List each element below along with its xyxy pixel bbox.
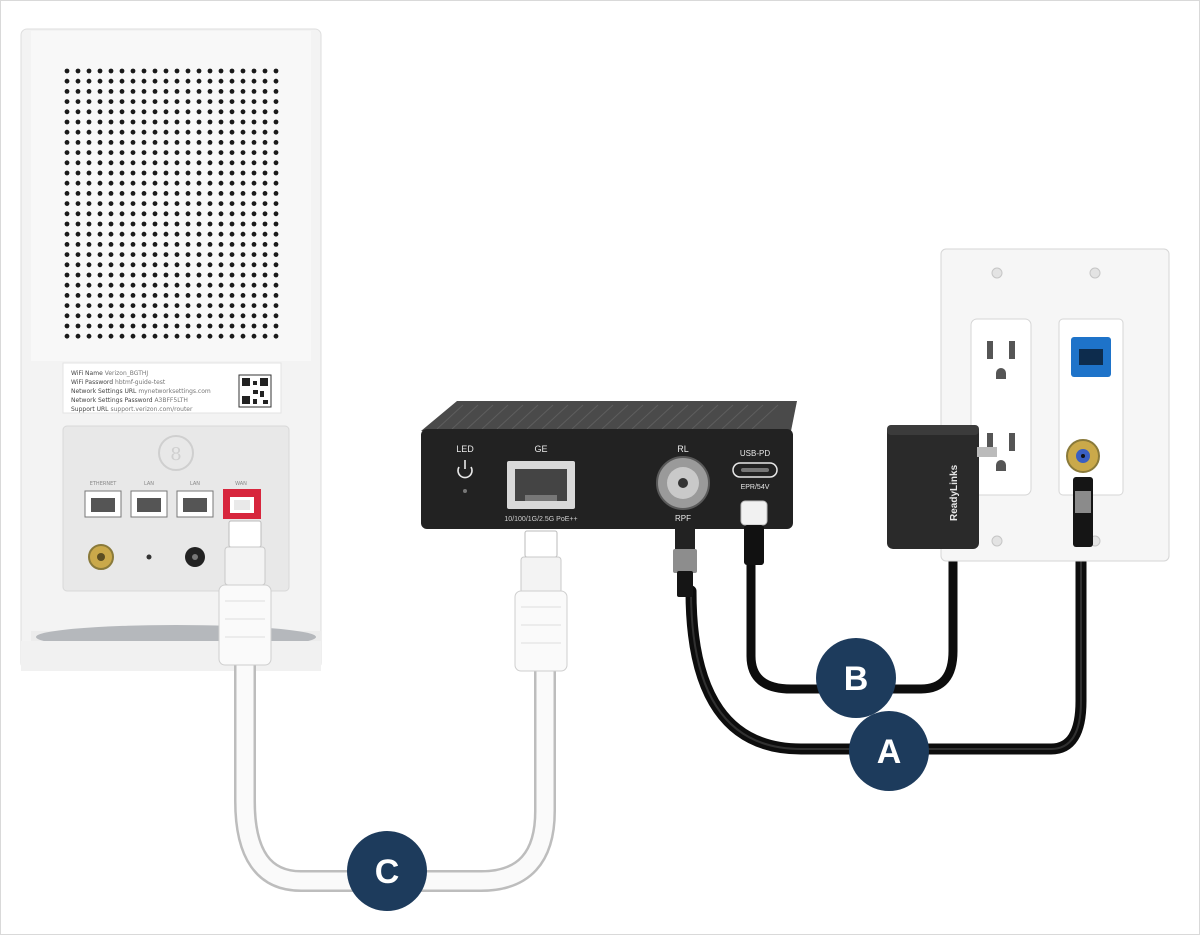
router-info-sticker: WiFi Name Verizon_BGTHJ WiFi Password hb… — [62, 362, 282, 414]
router-power-jack[interactable] — [185, 547, 205, 567]
router-port-label-2: LAN — [190, 481, 200, 487]
ge-label: GE — [534, 444, 547, 454]
power-supply-brick: ReadyLinks — [887, 425, 997, 549]
ethernet-plug-router-end — [218, 520, 272, 666]
coax-connector-adapter — [673, 521, 697, 597]
router-logo-icon: 8 — [158, 435, 194, 471]
router-label-value-0: Verizon_BGTHJ — [105, 370, 149, 377]
cable-c-ethernet — [234, 652, 556, 892]
router-label-line-1: WiFi Password — [71, 379, 113, 386]
badge-c-label: C — [375, 853, 400, 891]
cable-a-coax — [685, 540, 1087, 755]
wall-plate — [940, 248, 1170, 562]
coax-wall-jack[interactable] — [1066, 439, 1100, 473]
usb-sub-label: EPR/54V — [741, 484, 770, 491]
coax-ethernet-adapter: LED GE 10/100/1G/2.5G PoE++ RL RPF USB-P… — [421, 401, 797, 529]
router-vent-grille — [64, 68, 279, 339]
router-label-value-4: support.verizon.com/router — [110, 406, 193, 413]
svg-text:Support URL: Support URL support.verizon.com/router — [71, 406, 193, 413]
router-port-lan-1[interactable]: LAN — [130, 481, 168, 518]
router-port-label-0: ETHERNET — [90, 481, 118, 487]
rpf-label: RPF — [675, 514, 691, 523]
router-label-line-3: Network Settings Password — [71, 397, 153, 404]
router-port-lan-2[interactable]: LAN — [176, 481, 214, 518]
usb-c-plug — [740, 500, 768, 565]
rl-label: RL — [677, 444, 689, 454]
cable-b-power — [746, 544, 958, 694]
svg-text:WiFi Password: WiFi Password hbtmf-guide-test — [71, 379, 166, 386]
led-label: LED — [456, 444, 474, 454]
rl-coax-port[interactable] — [656, 456, 710, 510]
router-label-value-2: mynetworksettings.com — [138, 388, 211, 395]
router-reset-hole[interactable] — [146, 554, 152, 560]
router-label-line-2: Network Settings URL — [71, 388, 137, 395]
qr-code-icon — [238, 374, 272, 408]
badge-c: C — [347, 831, 427, 911]
coax-connector-wall — [1073, 477, 1093, 547]
router-port-label-1: LAN — [144, 481, 154, 487]
badge-b: B — [816, 638, 896, 718]
ethernet-plug-adapter-end — [514, 530, 568, 672]
usb-pd-label: USB-PD — [740, 449, 770, 458]
badge-a-label: A — [877, 733, 902, 771]
badge-a: A — [849, 711, 929, 791]
ge-sub-label: 10/100/1G/2.5G PoE++ — [504, 516, 577, 523]
usb-c-port[interactable] — [732, 462, 778, 478]
ge-ethernet-port[interactable] — [507, 461, 575, 509]
router-label-line-0: WiFi Name — [71, 370, 103, 377]
router-coax-port[interactable] — [88, 544, 114, 570]
svg-text:Network Settings Password: Network Settings Password A3BFF5LTH — [71, 397, 188, 404]
router-label-value-3: A3BFF5LTH — [154, 397, 187, 404]
svg-text:8: 8 — [170, 444, 181, 465]
adapter-heat-ribs — [436, 404, 779, 430]
svg-text:WiFi Name Ve: WiFi Name Verizon_BGTHJ — [71, 370, 148, 377]
power-icon — [457, 460, 473, 479]
router-device: WiFi Name Verizon_BGTHJ WiFi Password hb… — [20, 28, 322, 671]
badge-b-label: B — [844, 660, 869, 698]
router-port-wan[interactable]: WAN — [223, 481, 261, 519]
power-supply-brand: ReadyLinks — [949, 464, 960, 521]
led-indicator — [463, 489, 467, 493]
router-label-line-4: Support URL — [71, 406, 109, 413]
router-label-value-1: hbtmf-guide-test — [115, 379, 166, 386]
router-port-label-3: WAN — [235, 481, 247, 487]
power-outlet[interactable] — [970, 318, 1032, 496]
svg-text:Network Settings URL: Network Settings URL mynetworksettings.c… — [71, 388, 211, 395]
ethernet-wall-jack[interactable] — [1071, 337, 1111, 377]
router-port-ethernet[interactable]: ETHERNET — [84, 481, 122, 518]
